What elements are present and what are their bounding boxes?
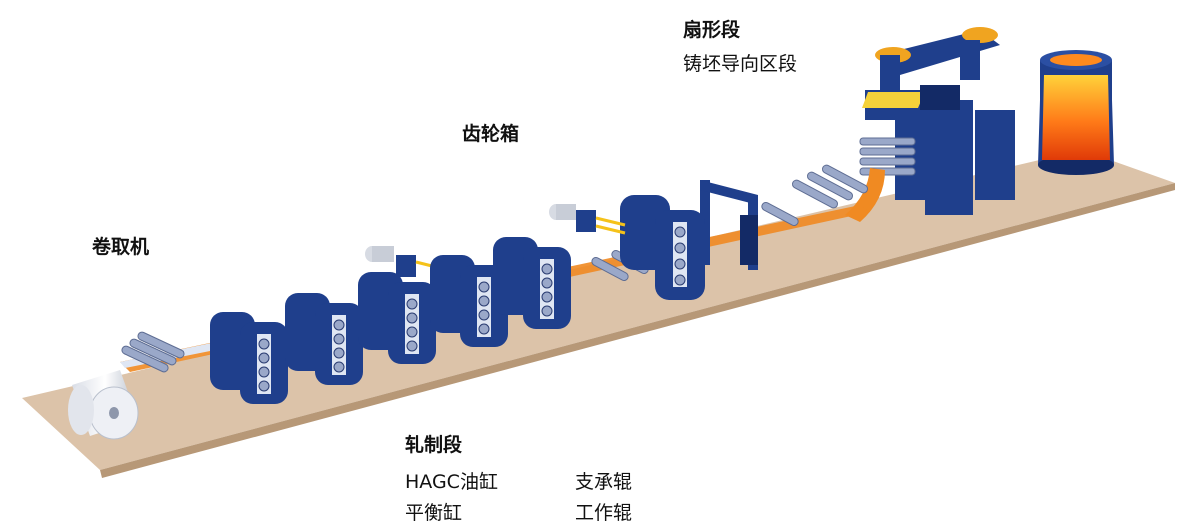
- work-rolls: [258, 263, 553, 392]
- gearbox-stand: [620, 195, 705, 300]
- label-coiler: 卷取机: [92, 236, 150, 258]
- ladle-icon: [1038, 50, 1114, 175]
- label-rolling-title: 轧制段: [405, 434, 463, 456]
- label-hagc-cylinder: HAGC油缸: [405, 471, 498, 493]
- shear-frame: [700, 180, 758, 270]
- motor-icon: [365, 246, 441, 277]
- coil-icon: [68, 370, 139, 440]
- coiler-rollers: [121, 331, 185, 373]
- label-work-roll: 工作辊: [575, 502, 633, 524]
- label-segment-sub: 铸坯导向区段: [683, 53, 798, 75]
- label-segment-title: 扇形段: [683, 19, 741, 41]
- floor-edge: [100, 183, 1175, 478]
- floor-platform: [22, 150, 1175, 470]
- segment-machine: [845, 27, 1015, 222]
- label-gearbox: 齿轮箱: [462, 123, 520, 145]
- label-backup-roll: 支承辊: [575, 471, 633, 493]
- label-balance-cylinder: 平衡缸: [405, 502, 463, 524]
- rolling-stands: [210, 237, 571, 404]
- motor-icon: [549, 204, 626, 235]
